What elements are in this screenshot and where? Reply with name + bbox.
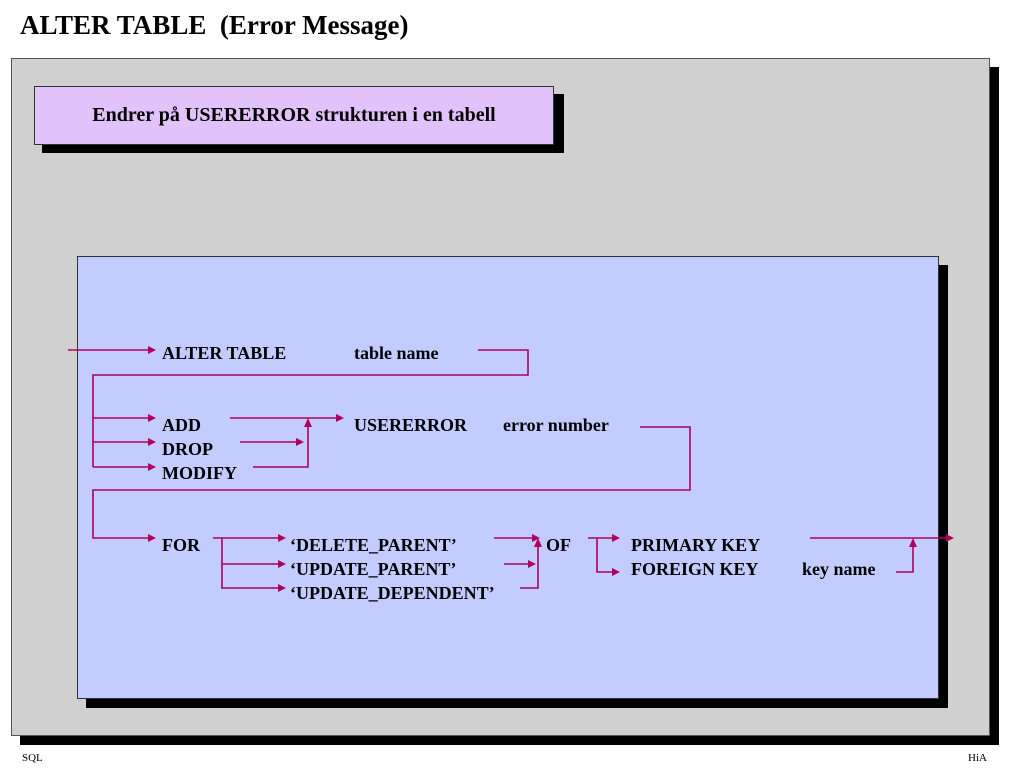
for-branch-dependent xyxy=(221,564,278,589)
foreign-key-keyword: FOREIGN KEY xyxy=(631,559,759,579)
update-parent-keyword: ‘UPDATE_PARENT’ xyxy=(290,559,456,579)
key-name-term: key name xyxy=(802,559,876,579)
arrow-delete-parent xyxy=(278,534,286,542)
alter-table-keyword: ALTER TABLE xyxy=(162,343,286,363)
arrow-alter-table xyxy=(148,346,156,354)
arrow-dependent-merge xyxy=(534,538,542,547)
table-name-term: table name xyxy=(354,343,439,363)
add-keyword: ADD xyxy=(162,415,201,435)
table-name-connector xyxy=(92,349,529,467)
of-to-foreign-key xyxy=(596,538,612,573)
arrow-primary-key xyxy=(612,534,620,542)
arrow-update-dependent xyxy=(278,584,286,592)
modify-merge xyxy=(253,425,309,468)
description-banner: Endrer på USERERROR strukturen i en tabe… xyxy=(34,86,554,145)
arrow-update-parent xyxy=(278,560,286,568)
arrow-modify xyxy=(148,463,156,471)
key-name-merge xyxy=(896,545,914,573)
syntax-lines xyxy=(68,349,946,589)
arrow-for xyxy=(148,534,156,542)
arrow-drop xyxy=(148,438,156,446)
footer-left: SQL xyxy=(22,752,43,764)
usererror-keyword: USERERROR xyxy=(354,415,468,435)
arrow-of xyxy=(532,534,540,542)
arrowheads xyxy=(148,346,954,592)
for-branch-update xyxy=(221,538,278,565)
for-keyword: FOR xyxy=(162,535,201,555)
footer-right: HiA xyxy=(968,752,987,764)
update-dependent-merge xyxy=(520,545,539,589)
error-number-term: error number xyxy=(503,415,609,435)
arrow-modify-merge xyxy=(304,418,312,427)
primary-key-keyword: PRIMARY KEY xyxy=(631,535,760,555)
arrow-key-name-merge xyxy=(909,538,917,547)
diagram-panel xyxy=(77,256,939,699)
modify-keyword: MODIFY xyxy=(162,463,237,483)
slide-title: ALTER TABLE (Error Message) xyxy=(20,10,409,40)
arrow-drop-merge xyxy=(296,438,304,446)
syntax-labels: ALTER TABLE table name ADD DROP MODIFY U… xyxy=(162,343,876,603)
delete-parent-keyword: ‘DELETE_PARENT’ xyxy=(290,535,457,555)
arrow-exit xyxy=(946,534,954,542)
arrow-foreign-key xyxy=(612,568,620,576)
arrow-update-parent-merge xyxy=(528,560,536,568)
error-number-connector xyxy=(92,426,691,539)
of-keyword: OF xyxy=(546,535,571,555)
drop-keyword: DROP xyxy=(162,439,213,459)
arrow-usererror xyxy=(336,414,344,422)
update-dependent-keyword: ‘UPDATE_DEPENDENT’ xyxy=(290,583,495,603)
arrow-add xyxy=(148,414,156,422)
